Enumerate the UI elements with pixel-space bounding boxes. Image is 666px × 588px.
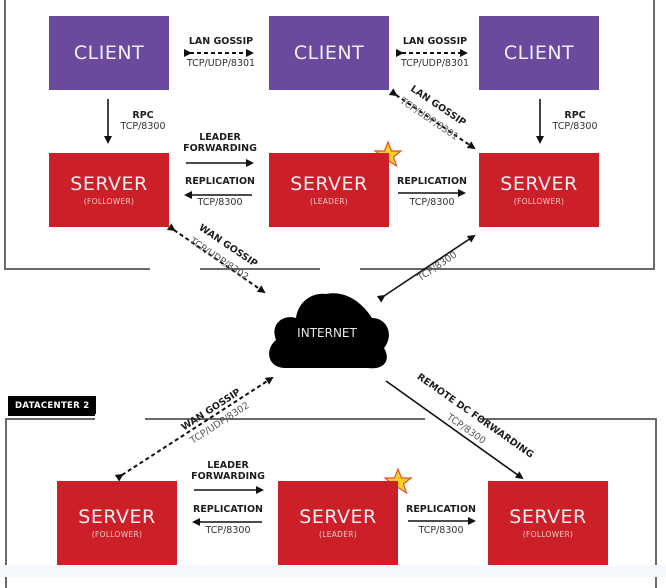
wan-gossip-arrow-dc2 (114, 376, 274, 482)
server-title: SERVER (509, 506, 587, 529)
link-name: REPLICATION (406, 504, 476, 515)
internet-cloud-icon (269, 293, 389, 369)
dc2-server-follower-2[interactable]: SERVER (FOLLOWER) (488, 481, 608, 565)
link-name-line1: LEADER (199, 132, 241, 143)
dc1-client-3[interactable]: CLIENT (479, 16, 599, 90)
client-title: CLIENT (503, 41, 575, 64)
link-port: TCP/8300 (552, 121, 598, 133)
datacenter-2-tag: DATACENTER 2 (8, 396, 97, 416)
link-port: TCP/8300 (418, 525, 464, 537)
server-title: SERVER (70, 173, 148, 196)
server-role: (LEADER) (309, 196, 349, 206)
server-title: SERVER (290, 173, 368, 196)
replication-label-left-dc2: REPLICATION TCP/8300 (188, 504, 268, 537)
wan-gossip-arrow-dc1 (166, 223, 266, 294)
remote-dc-forwarding-arrow (385, 380, 524, 480)
dc2-server-follower-1[interactable]: SERVER (FOLLOWER) (57, 481, 177, 565)
link-port: TCP/8300 (205, 525, 251, 537)
server-role: (FOLLOWER) (91, 529, 143, 539)
datacenter-2-frame (5, 418, 657, 588)
dc2-server-leader[interactable]: SERVER (LEADER) (278, 481, 398, 565)
rpc-label-right: RPC TCP/8300 (547, 110, 603, 133)
client-title: CLIENT (293, 41, 365, 64)
rpc-label-left: RPC TCP/8300 (115, 110, 171, 133)
frame-gap (95, 414, 145, 424)
server-title: SERVER (500, 173, 578, 196)
dc1-server-follower-2[interactable]: SERVER (FOLLOWER) (479, 153, 599, 227)
internet-label: INTERNET (297, 326, 357, 340)
link-name: LAN GOSSIP (188, 36, 254, 47)
lan-gossip-label-2: LAN GOSSIP TCP/UDP/8301 (394, 36, 476, 70)
link-name: RPC (132, 110, 154, 121)
dc1-client-1[interactable]: CLIENT (49, 16, 169, 90)
tcp-internet-arrow (376, 234, 476, 303)
link-name-line2: FORWARDING (183, 143, 257, 155)
dc1-server-follower-1[interactable]: SERVER (FOLLOWER) (49, 153, 169, 227)
link-name-line1: LEADER (207, 460, 249, 471)
link-name: REPLICATION (185, 176, 255, 187)
server-role: (LEADER) (318, 529, 358, 539)
link-name: RPC (564, 110, 586, 121)
frame-gap (320, 263, 360, 273)
frame-gap (150, 263, 200, 273)
dc1-server-leader[interactable]: SERVER (LEADER) (269, 153, 389, 227)
server-role: (FOLLOWER) (83, 196, 135, 206)
dc1-client-2[interactable]: CLIENT (269, 16, 389, 90)
replication-label-left: REPLICATION TCP/8300 (180, 176, 260, 209)
bottom-strip (0, 565, 666, 577)
server-title: SERVER (299, 506, 377, 529)
link-port: TCP/8300 (409, 197, 455, 209)
link-port: TCP/8300 (120, 121, 166, 133)
frame-gap (425, 414, 480, 424)
server-role: (FOLLOWER) (513, 196, 565, 206)
link-name: LAN GOSSIP (402, 36, 468, 47)
lan-gossip-diagonal-arrow (388, 88, 476, 150)
client-title: CLIENT (73, 41, 145, 64)
link-port: TCP/UDP/8301 (186, 58, 256, 70)
leader-forwarding-label: LEADER FORWARDING (180, 132, 260, 155)
link-name-line2: FORWARDING (191, 471, 265, 483)
server-title: SERVER (78, 506, 156, 529)
link-name: REPLICATION (193, 504, 263, 515)
replication-label-right-dc2: REPLICATION TCP/8300 (401, 504, 481, 537)
server-role: (FOLLOWER) (522, 529, 574, 539)
replication-label-right: REPLICATION TCP/8300 (392, 176, 472, 209)
leader-forwarding-label-dc2: LEADER FORWARDING (188, 460, 268, 483)
link-name: REPLICATION (397, 176, 467, 187)
link-port: TCP/UDP/8301 (400, 58, 470, 70)
link-port: TCP/8300 (197, 197, 243, 209)
lan-gossip-label-1: LAN GOSSIP TCP/UDP/8301 (180, 36, 262, 70)
